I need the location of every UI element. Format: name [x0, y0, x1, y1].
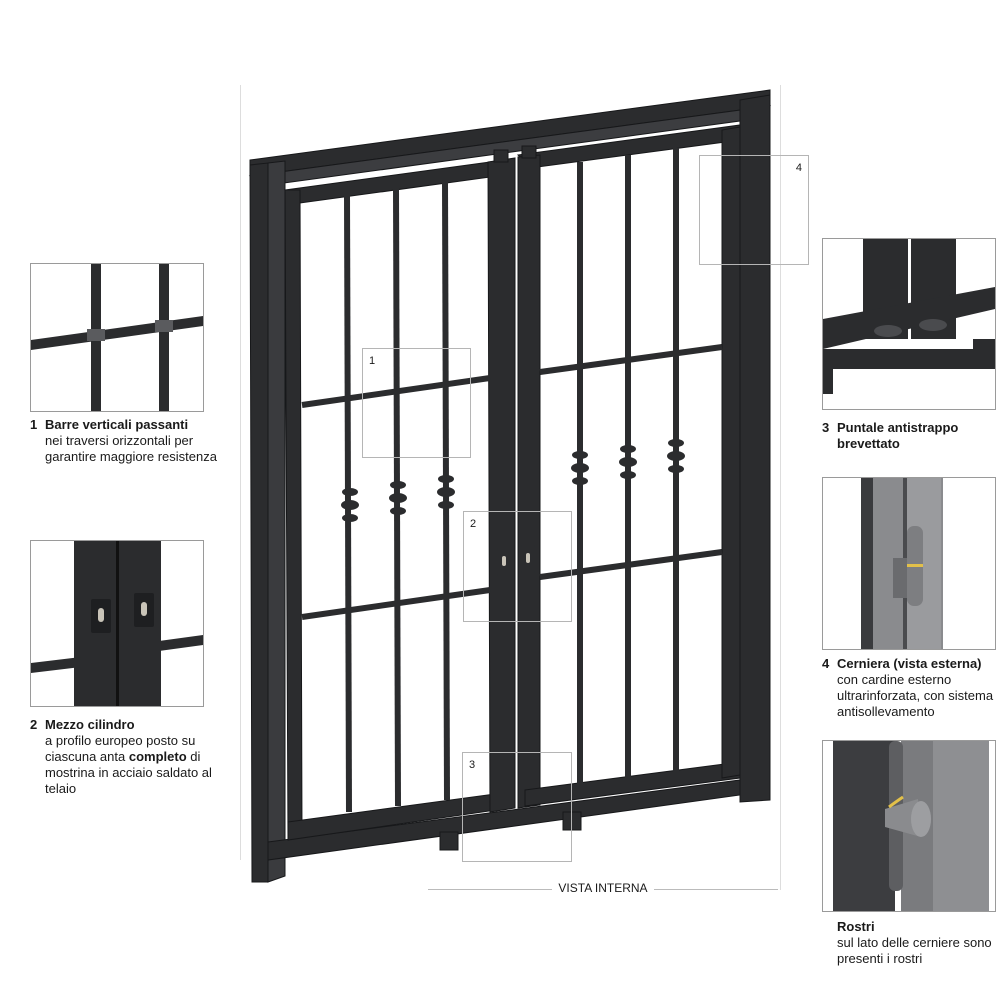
detail-image-bars — [30, 263, 204, 412]
detail-image-rostri — [822, 740, 996, 912]
detail-title: Mezzo cilindro — [45, 717, 135, 732]
detail-image-lock — [30, 540, 204, 707]
callout-number: 4 — [795, 162, 802, 174]
detail-caption-4: 4 Cerniera (vista esterna)con cardine es… — [822, 656, 1000, 720]
callout-4: 4 — [699, 155, 809, 265]
detail-text: di mostrina in acciaio saldato al telaio — [45, 749, 212, 796]
callout-2: 2 — [463, 511, 572, 622]
callout-1: 1 — [362, 348, 471, 458]
view-label-text: VISTA INTERNA — [552, 881, 654, 895]
detail-text: nei traversi orizzontali per garantire m… — [45, 433, 217, 464]
detail-title: Cerniera (vista esterna) — [837, 656, 982, 671]
view-label: VISTA INTERNA — [428, 881, 778, 895]
detail-text: a profilo europeo posto su ciascuna anta — [45, 733, 196, 764]
detail-title: Puntale antistrappo brevettato — [837, 420, 959, 451]
detail-number: 2 — [30, 717, 38, 732]
detail-text: con cardine esterno ultrarinforzata, con… — [837, 672, 994, 719]
detail-number: 4 — [822, 656, 830, 671]
detail-image-tip — [822, 238, 996, 410]
detail-number: 1 — [30, 417, 38, 432]
detail-image-hinge — [822, 477, 996, 650]
callout-number: 2 — [470, 518, 477, 530]
detail-number: 3 — [822, 420, 830, 435]
callout-3: 3 — [462, 752, 572, 862]
detail-title: Barre verticali passanti — [45, 417, 189, 432]
guide-line-left — [240, 85, 241, 860]
detail-text: sul lato delle cerniere sono presenti i … — [837, 935, 992, 966]
detail-text-bold: completo — [128, 749, 187, 764]
callout-number: 1 — [369, 355, 376, 367]
detail-caption-3: 3 Puntale antistrappo brevettato — [822, 420, 997, 452]
guide-line-right — [780, 85, 781, 890]
detail-title: Rostri — [837, 919, 875, 934]
callout-number: 3 — [469, 759, 476, 771]
